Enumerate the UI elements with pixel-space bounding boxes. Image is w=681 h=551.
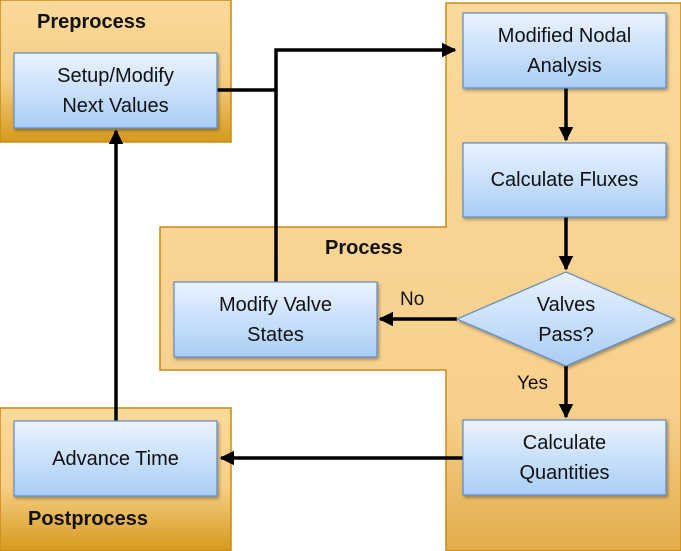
valves-label: Valves Pass? xyxy=(486,282,646,357)
mna-label: Modified Nodal Analysis xyxy=(463,13,666,88)
setup-text: Setup/Modify Next Values xyxy=(57,64,174,117)
fluxes-label: Calculate Fluxes xyxy=(463,143,666,217)
advance-label: Advance Time xyxy=(14,421,217,496)
edge-setup-to-mna xyxy=(217,42,457,92)
quantities-box xyxy=(462,419,667,496)
valves-text: Valves Pass? xyxy=(536,293,596,346)
yes-label: Yes xyxy=(517,373,548,394)
fluxes-text: Calculate Fluxes xyxy=(490,169,639,191)
process-region xyxy=(159,2,681,551)
quantities-text: Calculate Quantities xyxy=(519,431,610,484)
modify-box xyxy=(173,281,378,358)
setup-box xyxy=(13,52,218,129)
advance-text: Advance Time xyxy=(52,447,179,470)
modify-text: Modify Valve States xyxy=(218,293,332,346)
setup-label: Setup/Modify Next Values xyxy=(14,53,217,128)
mna-text: Modified Nodal Analysis xyxy=(497,24,632,77)
mna-box xyxy=(462,12,667,89)
postprocess-label: Postprocess xyxy=(28,508,149,530)
preprocess-label: Preprocess xyxy=(37,11,146,33)
process-label: Process xyxy=(325,237,403,259)
advance-box xyxy=(13,420,218,497)
valves-diamond xyxy=(455,271,676,367)
modify-label: Modify Valve States xyxy=(174,282,377,357)
no-label: No xyxy=(400,289,425,310)
quantities-label: Calculate Quantities xyxy=(463,420,666,495)
fluxes-box xyxy=(462,142,667,218)
